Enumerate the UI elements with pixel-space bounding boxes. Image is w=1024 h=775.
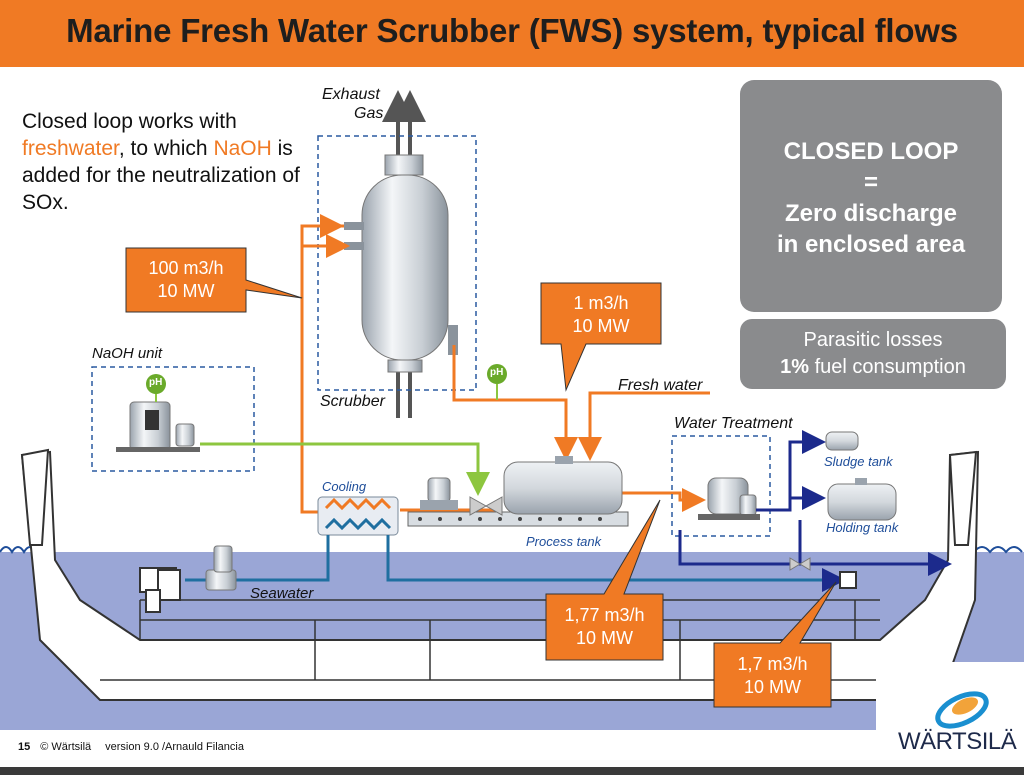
intro-part3: is added for the neutralization of SOx. [22, 137, 300, 214]
scrubber-flow-rate: 100 m3/h [148, 258, 224, 278]
bottom-bar [0, 767, 1024, 775]
cooling-exchanger [317, 496, 399, 536]
discharge-valve [789, 557, 811, 571]
closed-loop-line1: CLOSED LOOP [783, 138, 959, 165]
water-treatment-label: Water Treatment [674, 415, 793, 432]
footer: 15 © Wärtsilä version 9.0 /Arnauld Filanci… [18, 741, 258, 753]
process-tank [503, 456, 623, 515]
seawater-intake [139, 567, 181, 613]
callout-discharge-text: 1,7 m3/h 10 MW [714, 653, 831, 699]
hull-structure [100, 599, 900, 681]
title-bar [0, 0, 1024, 67]
exhaust-gas-label-2: Gas [354, 105, 384, 122]
page-number: 15 [18, 741, 31, 753]
callout-discharge [713, 581, 837, 708]
intro-naoh: NaOH [213, 137, 272, 160]
seawater-label: Seawater [250, 585, 314, 602]
fresh-flow-power: 10 MW [572, 316, 630, 336]
fresh-flow-rate: 1 m3/h [573, 293, 629, 313]
naoh-line [200, 442, 490, 496]
parasitic-percent: 1% [780, 356, 810, 378]
page-title: Marine Fresh Water Scrubber (FWS) system… [66, 12, 958, 49]
parasitic-rest: fuel consumption [809, 356, 966, 378]
ph-sensor-scrubber [487, 364, 507, 400]
exhaust-gas-label-1: Exhaust [322, 86, 380, 103]
scrubber-flow-power: 10 MW [157, 281, 215, 301]
parasitic-losses-box: Parasitic losses 1% fuel consumption [740, 319, 1006, 389]
naoh-box [91, 366, 255, 472]
overboard-valve [839, 571, 857, 589]
sludge-tank [825, 431, 859, 451]
scrubber-box [317, 135, 477, 391]
closed-loop-box: CLOSED LOOP = Zero discharge in enclosed… [740, 80, 1002, 312]
holding-tank [827, 478, 897, 521]
treatment-lines [678, 430, 952, 576]
process-out-rate: 1,77 m3/h [564, 605, 645, 625]
process-tank-label: Process tank [526, 534, 602, 549]
callout-fresh-flow [540, 282, 662, 392]
ph-sensor-naoh [146, 374, 166, 402]
parasitic-line2: 1% fuel consumption [740, 354, 1006, 381]
callout-scrubber-flow [125, 247, 303, 313]
bow-tower [948, 450, 978, 546]
holding-tank-label: Holding tank [826, 520, 899, 535]
fresh-water-label: Fresh water [618, 377, 703, 394]
discharge-rate: 1,7 m3/h [737, 654, 808, 674]
water-treatment-unit [698, 477, 760, 520]
exhaust-pipes [382, 90, 426, 418]
callout-process-out [545, 499, 664, 661]
sludge-tank-label: Sludge tank [824, 454, 893, 469]
ph-label-scrubber: pH [490, 367, 504, 378]
copyright: © Wärtsilä [40, 741, 92, 753]
callout-scrubber-flow-text: 100 m3/h 10 MW [126, 257, 246, 303]
wartsila-logo-text: WÄRTSILÄ [898, 728, 1017, 755]
cooling-label: Cooling [322, 479, 367, 494]
callout-fresh-flow-text: 1 m3/h 10 MW [541, 292, 661, 338]
intro-part1: Closed loop works with [22, 110, 237, 133]
ph-label-naoh: pH [149, 377, 163, 388]
intro-freshwater: freshwater [22, 137, 119, 160]
parasitic-line1: Parasitic losses [803, 329, 943, 351]
naoh-unit-label: NaOH unit [92, 345, 163, 362]
scrubber-vessel [344, 154, 458, 373]
closed-loop-line4: in enclosed area [776, 231, 966, 258]
process-out-power: 10 MW [575, 628, 633, 648]
intro-part2: , to which [118, 137, 214, 160]
intro-text: Closed loop works with freshwater, to wh… [22, 108, 312, 216]
discharge-power: 10 MW [743, 677, 801, 697]
seawater-pump [205, 545, 237, 591]
scrubber-label: Scrubber [320, 393, 385, 410]
version-info: version 9.0 /Arnauld Filancia [105, 741, 244, 753]
closed-loop-line3: Zero discharge [784, 200, 958, 227]
stern-tower [20, 448, 50, 546]
callout-process-out-text: 1,77 m3/h 10 MW [546, 604, 663, 650]
closed-loop-line2: = [863, 169, 878, 196]
mixing-valve [469, 496, 503, 516]
circulation-pump [420, 477, 458, 510]
water-treatment-box [671, 435, 771, 537]
naoh-equipment [116, 401, 200, 452]
